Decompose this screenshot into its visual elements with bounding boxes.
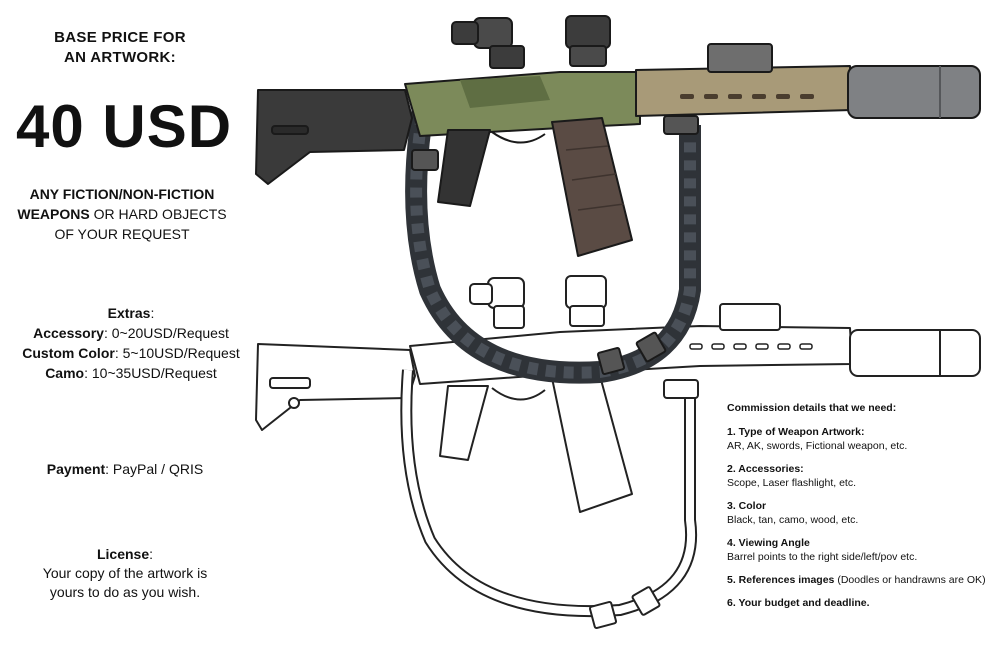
scope-description: ANY FICTION/NON-FICTION WEAPONS OR HARD …	[4, 184, 240, 244]
license-title: License:	[20, 545, 230, 564]
extras-title-label: Extras	[107, 305, 151, 321]
detail-item-title: 1. Type of Weapon Artwork:	[727, 426, 865, 438]
extras-item-label: Accessory	[33, 325, 104, 341]
extras-item-value: : 0~20USD/Request	[103, 325, 229, 341]
detail-item-viewing-angle: 4. Viewing Angle Barrel points to the ri…	[727, 536, 997, 564]
extras-item-accessory: Accessory: 0~20USD/Request	[0, 323, 262, 343]
commission-details: Commission details that we need: 1. Type…	[727, 401, 997, 619]
license-line2: yours to do as you wish.	[49, 584, 201, 600]
base-price-title: BASE PRICE FOR AN ARTWORK:	[20, 28, 220, 68]
license-colon: :	[149, 546, 154, 562]
detail-item-desc: AR, AK, swords, Fictional weapon, etc.	[727, 440, 908, 452]
scope-weapons: WEAPONS	[17, 206, 90, 222]
detail-item-budget: 6. Your budget and deadline.	[727, 596, 997, 610]
price-value: 40 USD	[15, 93, 233, 160]
extras-title: Extras:	[0, 303, 262, 323]
extras-item-camo: Camo: 10~35USD/Request	[0, 363, 262, 383]
scope-line3: OF YOUR REQUEST	[54, 226, 190, 242]
scope-hard-objects: OR HARD OBJECTS	[89, 206, 227, 222]
detail-item-color: 3. Color Black, tan, camo, wood, etc.	[727, 499, 997, 527]
license-section: License: Your copy of the artwork is you…	[20, 545, 230, 602]
payment-value: : PayPal / QRIS	[105, 461, 204, 477]
payment-section: Payment: PayPal / QRIS	[20, 461, 230, 477]
detail-item-desc: (Doodles or handrawns are OK)	[834, 574, 986, 586]
payment-label: Payment	[46, 461, 106, 477]
detail-item-title: 6. Your budget and deadline.	[727, 597, 870, 609]
detail-item-title: 5. References images	[727, 574, 835, 586]
detail-item-accessories: 2. Accessories: Scope, Laser flashlight,…	[727, 462, 997, 490]
extras-item-value: : 5~10USD/Request	[114, 345, 240, 361]
extras-title-colon: :	[150, 305, 155, 321]
license-line1: Your copy of the artwork is	[42, 565, 208, 581]
extras-item-label: Custom Color	[22, 345, 115, 361]
detail-item-references: 5. References images (Doodles or handraw…	[727, 573, 997, 587]
base-price-line2: AN ARTWORK:	[64, 49, 176, 66]
detail-item-title: 4. Viewing Angle	[727, 537, 810, 549]
colored-rifle	[255, 15, 981, 384]
detail-item-desc: Barrel points to the right side/left/pov…	[727, 551, 918, 563]
detail-item-desc: Scope, Laser flashlight, etc.	[727, 477, 856, 489]
detail-item-type: 1. Type of Weapon Artwork: AR, AK, sword…	[727, 425, 997, 453]
scope-line1: ANY FICTION/NON-FICTION	[29, 186, 215, 202]
extras-item-label: Camo	[45, 365, 85, 381]
extras-section: Extras: Accessory: 0~20USD/Request Custo…	[0, 303, 262, 383]
detail-item-desc: Black, tan, camo, wood, etc.	[727, 514, 859, 526]
detail-item-title: 3. Color	[727, 500, 767, 512]
scope-line2: WEAPONS OR HARD OBJECTS	[4, 204, 240, 224]
extras-item-custom-color: Custom Color: 5~10USD/Request	[0, 343, 262, 363]
detail-item-title: 2. Accessories:	[727, 463, 804, 475]
base-price-line1: BASE PRICE FOR	[54, 29, 186, 46]
commission-details-heading: Commission details that we need:	[727, 402, 897, 414]
extras-item-value: : 10~35USD/Request	[84, 365, 217, 381]
license-label: License	[96, 546, 150, 562]
